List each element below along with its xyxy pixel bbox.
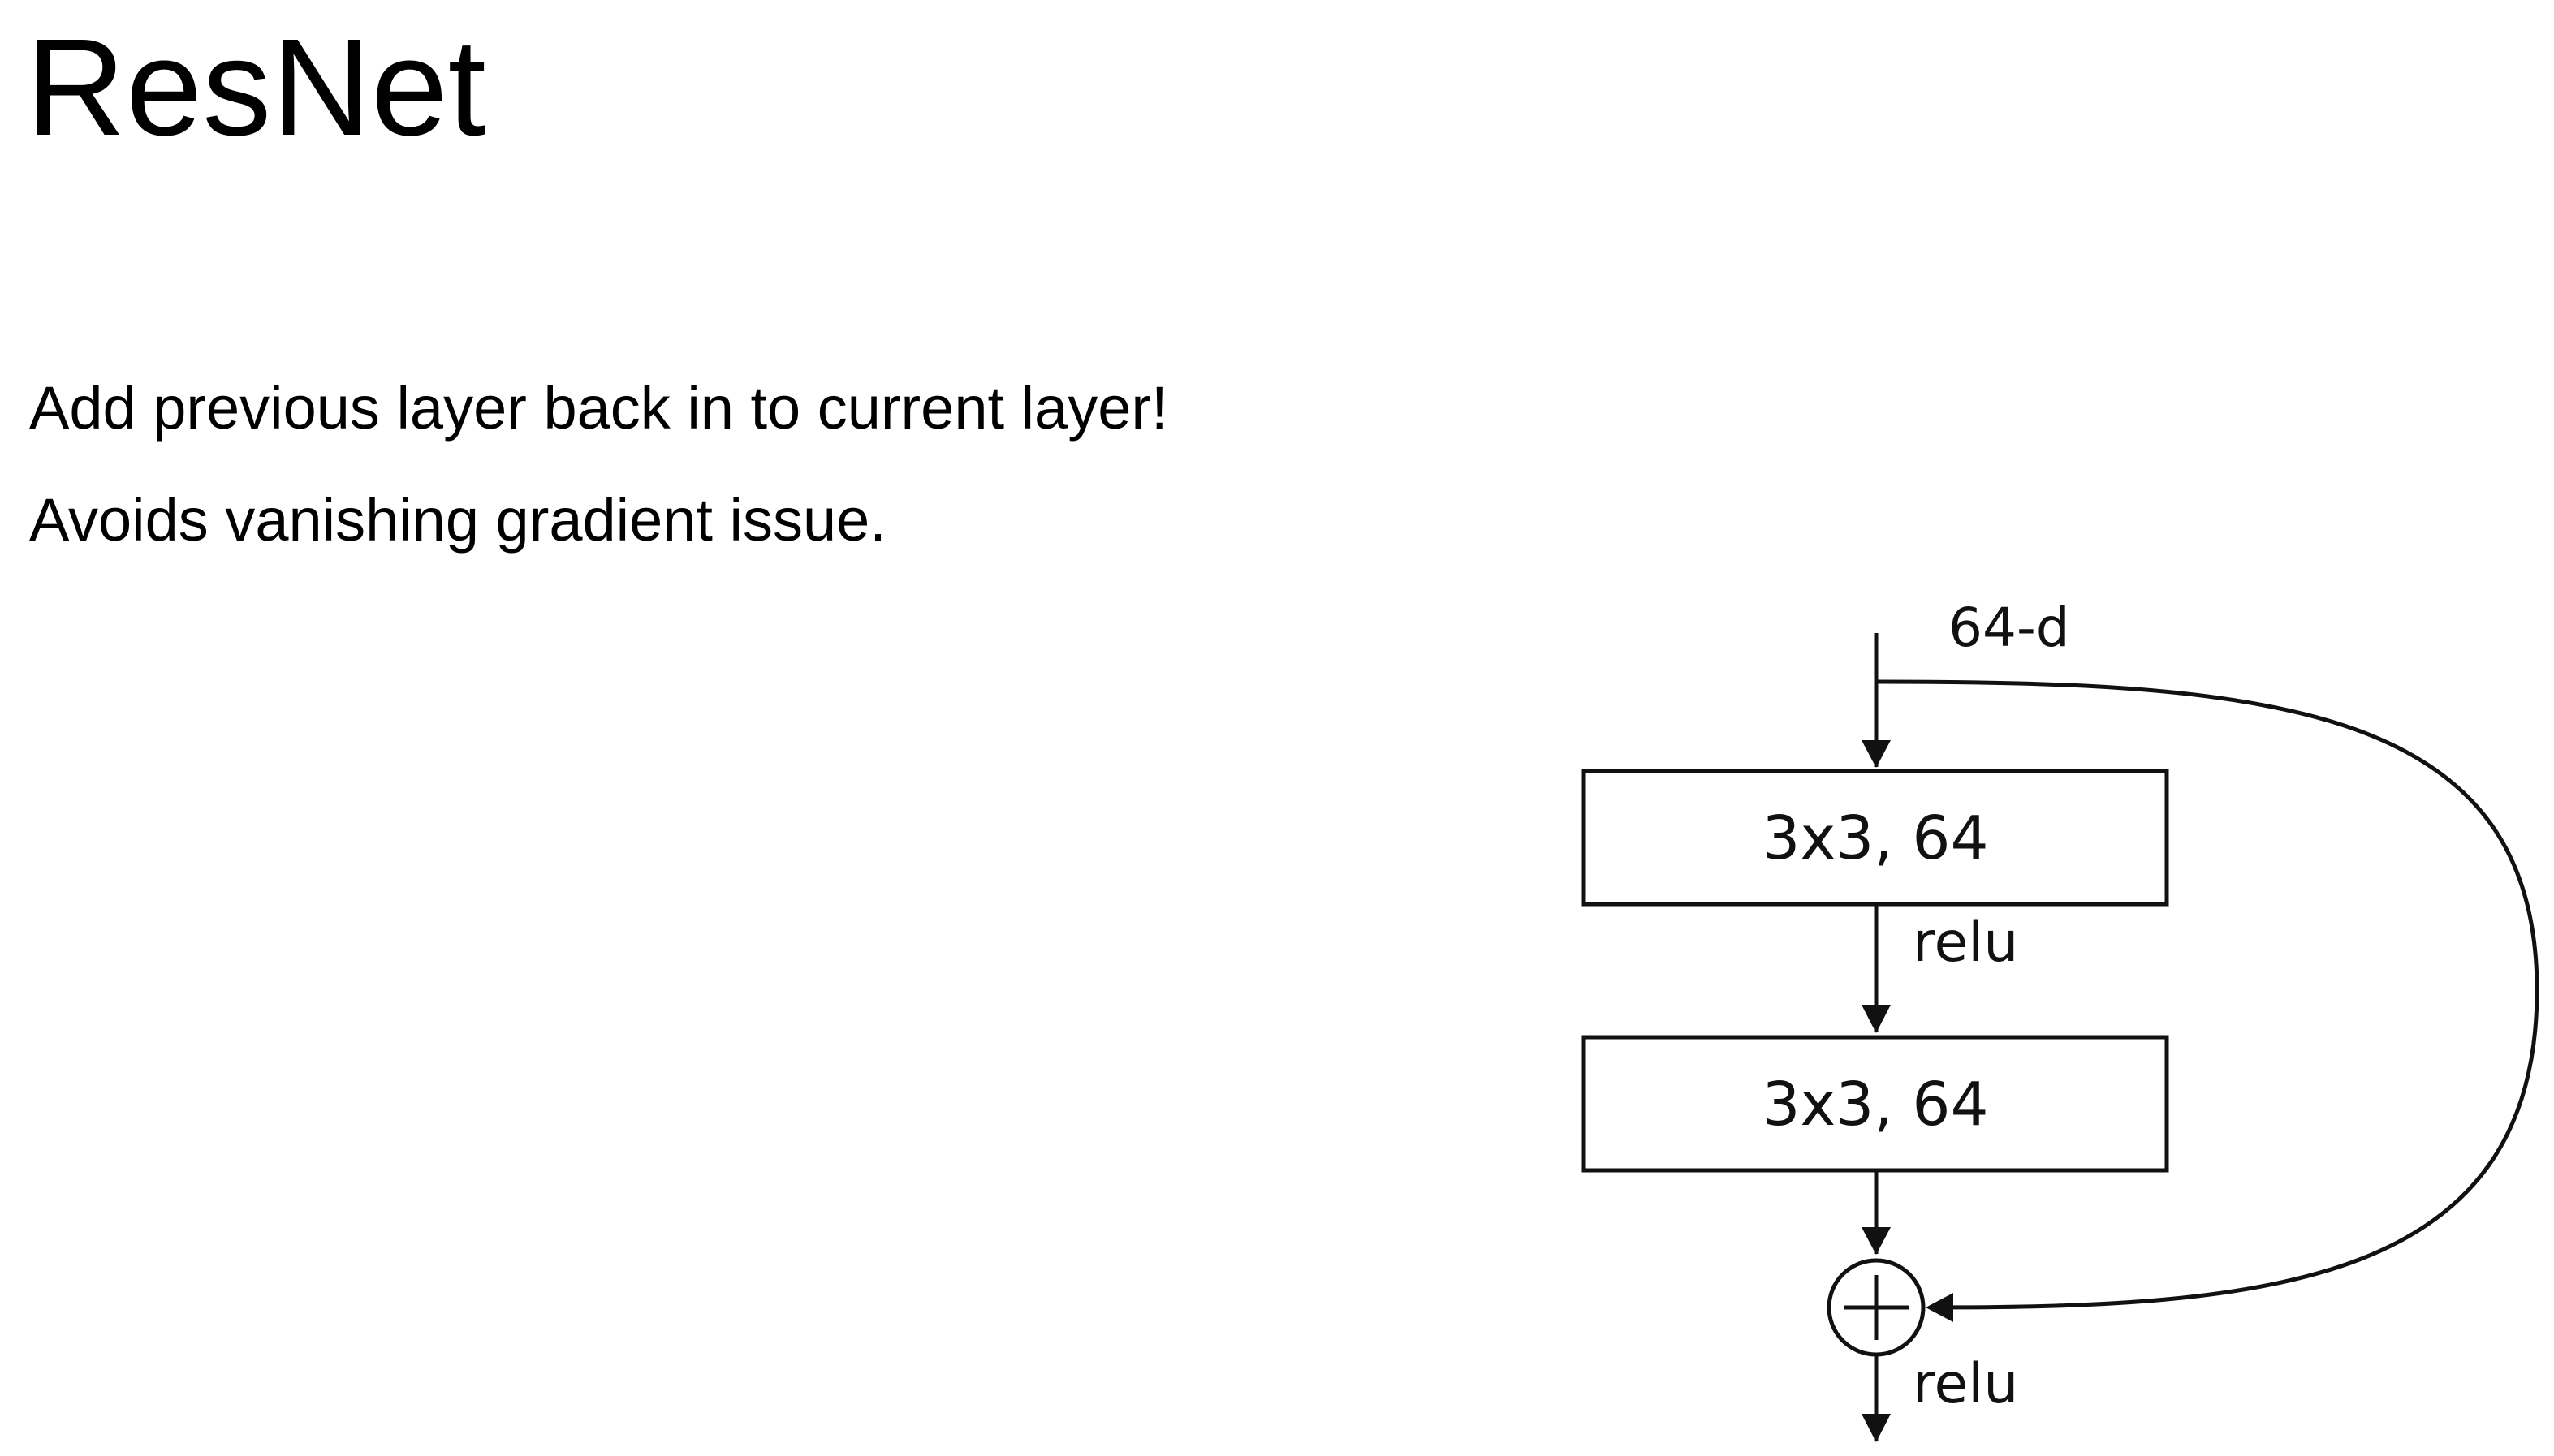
conv-layer-2-label: 3x3, 64 [1762,1070,1988,1139]
output-arrowhead [1862,1414,1891,1442]
skip-connection-arrowhead [1926,1293,1953,1322]
skip-connection-curve [1875,679,2539,1310]
slide-title: ResNet [26,11,486,165]
input-dimension-label: 64-d [1948,597,2070,659]
relu-label-1: relu [1913,911,2018,975]
conv-layer-1-label: 3x3, 64 [1762,803,1988,873]
input-arrowhead [1862,740,1891,768]
to-add-arrowhead [1862,1227,1891,1255]
relu-label-output: relu [1913,1352,2018,1416]
middle-arrowhead [1862,1005,1891,1033]
bullet-vanishing-gradient: Avoids vanishing gradient issue. [29,486,887,554]
bullet-add-previous-layer: Add previous layer back in to current la… [29,374,1168,442]
conv-layer-1-box [1581,769,2169,907]
conv-layer-2-box [1581,1035,2169,1173]
